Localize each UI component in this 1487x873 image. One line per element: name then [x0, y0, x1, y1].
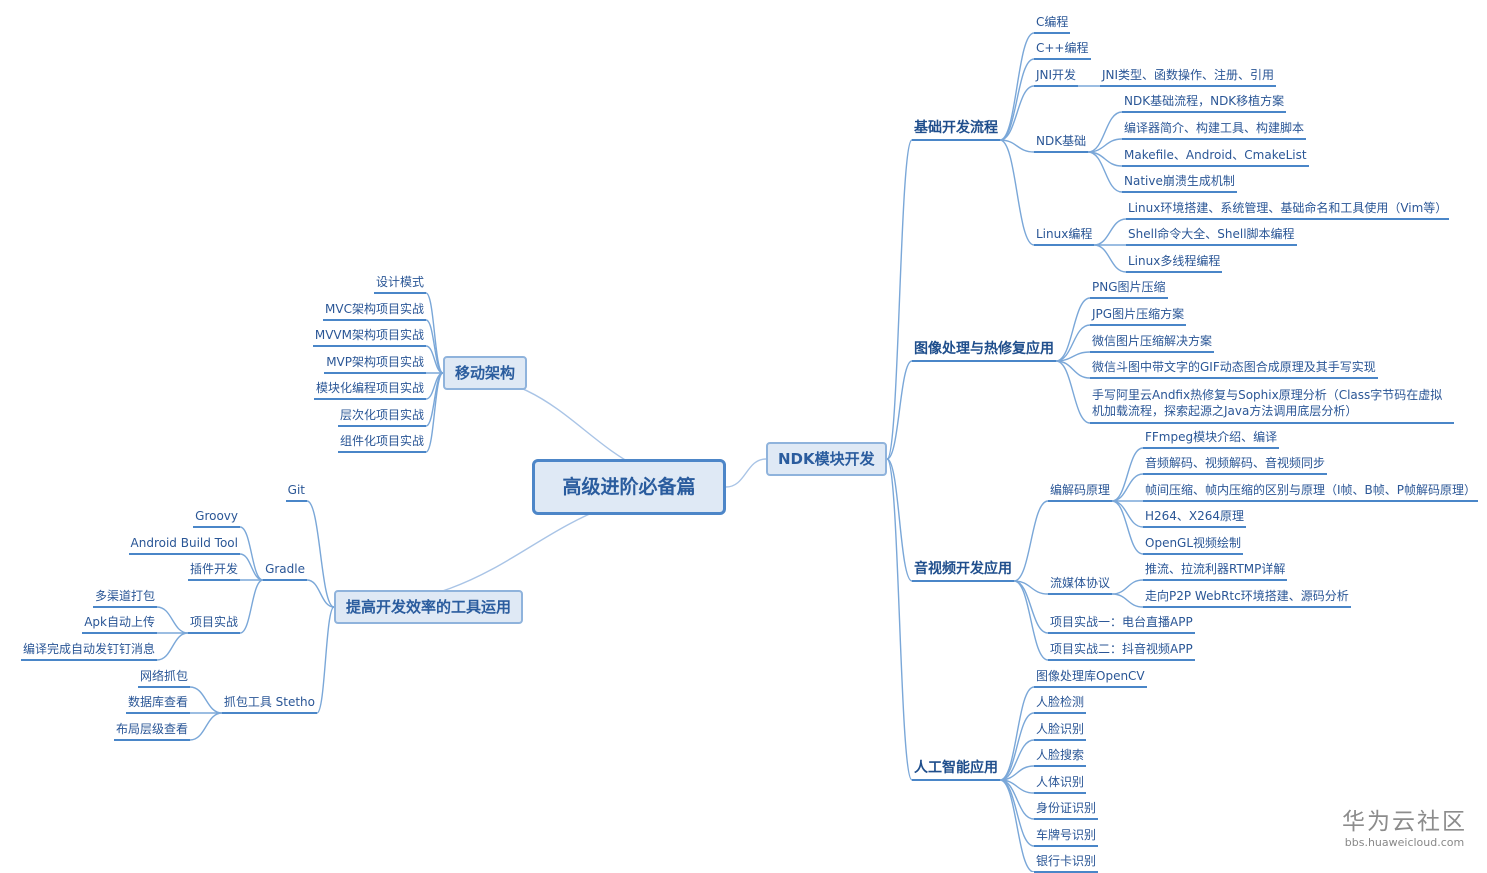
topic-linux-1[interactable]: Linux环境搭建、系统管理、基础命名和工具使用（Vim等）	[1126, 201, 1450, 220]
topic-image-3[interactable]: 微信图片压缩解决方案	[1090, 334, 1215, 353]
gradle-project[interactable]: 项目实战	[187, 615, 240, 634]
gradle-plugin-dev[interactable]: 插件开发	[187, 562, 240, 581]
ndk-ai[interactable]: 人工智能应用	[912, 760, 1000, 781]
gradle-groovy[interactable]: Groovy	[193, 509, 240, 528]
topic-codec-1[interactable]: FFmpeg模块介绍、编译	[1143, 430, 1280, 449]
topic-ndk-basic[interactable]: NDK基础	[1034, 134, 1089, 153]
topic-ndk-basic-2[interactable]: 编译器简介、构建工具、构建脚本	[1122, 121, 1307, 140]
topic-av-project-2[interactable]: 项目实战二：抖音视频APP	[1048, 642, 1195, 661]
topic-linux[interactable]: Linux编程	[1034, 227, 1095, 246]
topic-ai-4[interactable]: 人脸搜索	[1034, 748, 1087, 767]
topic-cpp-programming[interactable]: C++编程	[1034, 41, 1091, 60]
arch-item-6[interactable]: 层次化项目实战	[337, 408, 426, 427]
topic-ai-1[interactable]: 图像处理库OpenCV	[1034, 669, 1147, 688]
tool-gradle[interactable]: Gradle	[263, 562, 307, 581]
watermark: 华为云社区 bbs.huaweicloud.com	[1342, 808, 1467, 850]
topic-streaming-1[interactable]: 推流、拉流利器RTMP详解	[1143, 562, 1288, 581]
ndk-audio-video[interactable]: 音视频开发应用	[912, 561, 1014, 582]
topic-jni[interactable]: JNI开发	[1034, 68, 1079, 87]
arch-item-5[interactable]: 模块化编程项目实战	[313, 381, 426, 400]
topic-streaming-2[interactable]: 走向P2P WebRtc环境搭建、源码分析	[1143, 589, 1351, 608]
tool-stetho[interactable]: 抓包工具 Stetho	[221, 695, 317, 714]
branch-mobile-architecture[interactable]: 移动架构	[443, 356, 528, 390]
topic-codec[interactable]: 编解码原理	[1048, 483, 1113, 502]
arch-item-2[interactable]: MVC架构项目实战	[323, 302, 426, 321]
topic-image-1[interactable]: PNG图片压缩	[1090, 280, 1168, 299]
topic-jni-detail[interactable]: JNI类型、函数操作、注册、引用	[1100, 68, 1277, 87]
topic-ai-3[interactable]: 人脸识别	[1034, 722, 1087, 741]
root-node[interactable]: 高级进阶必备篇	[532, 459, 726, 515]
topic-ai-2[interactable]: 人脸检测	[1034, 695, 1087, 714]
ndk-basic-flow[interactable]: 基础开发流程	[912, 120, 1000, 141]
gradle-project-1[interactable]: 多渠道打包	[92, 589, 157, 608]
arch-item-7[interactable]: 组件化项目实战	[337, 434, 426, 453]
topic-av-project-1[interactable]: 项目实战一：电台直播APP	[1048, 615, 1195, 634]
branch-ndk[interactable]: NDK模块开发	[766, 442, 887, 476]
topic-codec-4[interactable]: H264、X264原理	[1143, 509, 1247, 528]
topic-ai-8[interactable]: 银行卡识别	[1034, 854, 1099, 873]
stetho-3[interactable]: 布局层级查看	[113, 722, 190, 741]
branch-dev-tools[interactable]: 提高开发效率的工具运用	[334, 590, 524, 624]
topic-ndk-basic-4[interactable]: Native崩溃生成机制	[1122, 174, 1237, 193]
watermark-title: 华为云社区	[1342, 809, 1467, 835]
stetho-2[interactable]: 数据库查看	[125, 695, 190, 714]
topic-ai-5[interactable]: 人体识别	[1034, 775, 1087, 794]
arch-item-1[interactable]: 设计模式	[373, 275, 426, 294]
topic-linux-3[interactable]: Linux多线程编程	[1126, 254, 1223, 273]
arch-item-4[interactable]: MVP架构项目实战	[324, 355, 426, 374]
topic-image-4[interactable]: 微信斗图中带文字的GIF动态图合成原理及其手写实现	[1090, 360, 1378, 379]
watermark-url: bbs.huaweicloud.com	[1344, 836, 1465, 849]
topic-ndk-basic-1[interactable]: NDK基础流程，NDK移植方案	[1122, 94, 1287, 113]
topic-linux-2[interactable]: Shell命令大全、Shell脚本编程	[1126, 227, 1297, 246]
gradle-project-2[interactable]: Apk自动上传	[82, 615, 157, 634]
gradle-build-tool[interactable]: Android Build Tool	[128, 536, 240, 555]
topic-ai-6[interactable]: 身份证识别	[1034, 801, 1099, 820]
arch-item-3[interactable]: MVVM架构项目实战	[312, 328, 426, 347]
topic-ai-7[interactable]: 车牌号识别	[1034, 828, 1099, 847]
topic-codec-5[interactable]: OpenGL视频绘制	[1143, 536, 1244, 555]
stetho-1[interactable]: 网络抓包	[137, 669, 190, 688]
topic-c-programming[interactable]: C编程	[1034, 15, 1071, 34]
gradle-project-3[interactable]: 编译完成自动发钉钉消息	[20, 642, 157, 661]
ndk-image-hotfix[interactable]: 图像处理与热修复应用	[912, 341, 1056, 362]
topic-codec-3[interactable]: 帧间压缩、帧内压缩的区别与原理（I帧、B帧、P帧解码原理）	[1143, 483, 1479, 502]
topic-ndk-basic-3[interactable]: Makefile、Android、CmakeList	[1122, 148, 1309, 167]
topic-image-5[interactable]: 手写阿里云Andfix热修复与Sophix原理分析（Class字节码在虚拟机加载…	[1090, 387, 1454, 424]
topic-image-2[interactable]: JPG图片压缩方案	[1090, 307, 1187, 326]
tool-git[interactable]: Git	[285, 483, 307, 502]
topic-streaming[interactable]: 流媒体协议	[1048, 576, 1113, 595]
topic-codec-2[interactable]: 音频解码、视频解码、音视频同步	[1143, 456, 1328, 475]
